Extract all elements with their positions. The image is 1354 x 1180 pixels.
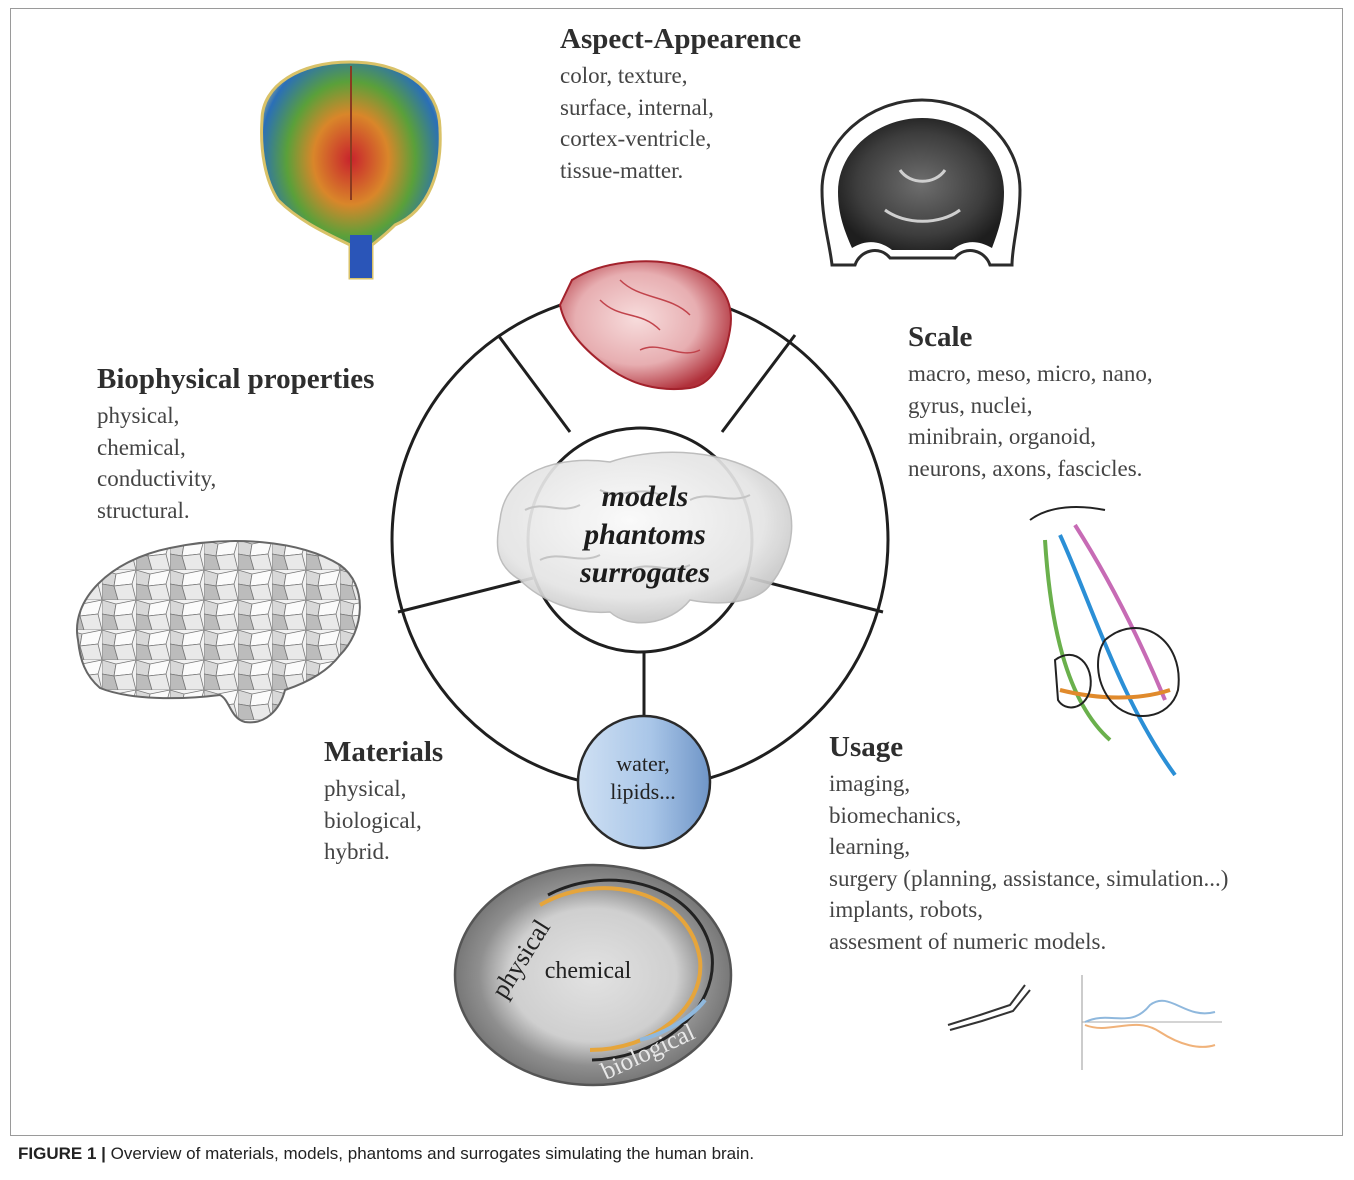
usage-line: learning, — [829, 831, 1228, 863]
biophysical-line: structural. — [97, 495, 374, 527]
tractography-brain-image — [262, 62, 441, 278]
usage-block: Usage imaging, biomechanics, learning, s… — [829, 730, 1228, 957]
biophysical-line: conductivity, — [97, 463, 374, 495]
aspect-line: color, texture, — [560, 60, 801, 92]
materials-node-labels: water, lipids... — [578, 750, 708, 806]
usage-line: implants, robots, — [829, 894, 1228, 926]
scale-line: minibrain, organoid, — [908, 421, 1153, 453]
biophysical-block: Biophysical properties physical, chemica… — [97, 362, 374, 526]
line-plot-image — [1082, 975, 1222, 1070]
biophysical-line: physical, — [97, 400, 374, 432]
ellipse-inner-label: chemical — [530, 958, 646, 985]
node-label-water: water, — [578, 750, 708, 778]
caption-text: Overview of materials, models, phantoms … — [106, 1144, 754, 1163]
scale-title: Scale — [908, 320, 1153, 354]
center-label-models: models — [540, 478, 750, 516]
materials-line: hybrid. — [324, 836, 443, 868]
aspect-line: surface, internal, — [560, 92, 801, 124]
aspect-line: cortex-ventricle, — [560, 123, 801, 155]
scale-line: gyrus, nuclei, — [908, 390, 1153, 422]
aspect-title: Aspect-Appearence — [560, 22, 801, 56]
caption-label: FIGURE 1 | — [18, 1144, 106, 1163]
usage-line: imaging, — [829, 768, 1228, 800]
scale-line: neurons, axons, fascicles. — [908, 453, 1153, 485]
mri-slice-image — [822, 100, 1020, 265]
usage-line: assesment of numeric models. — [829, 926, 1228, 958]
aspect-block: Aspect-Appearence color, texture, surfac… — [560, 22, 801, 186]
robot-arm-image — [948, 985, 1030, 1030]
center-label-surrogates: surrogates — [540, 554, 750, 592]
materials-block: Materials physical, biological, hybrid. — [324, 735, 443, 868]
materials-line: biological, — [324, 805, 443, 837]
scale-line: macro, meso, micro, nano, — [908, 358, 1153, 390]
materials-title: Materials — [324, 735, 443, 769]
center-labels: models phantoms surrogates — [540, 478, 750, 592]
usage-line: biomechanics, — [829, 800, 1228, 832]
materials-line: physical, — [324, 773, 443, 805]
voronoi-brain-image — [77, 541, 360, 722]
center-label-phantoms: phantoms — [540, 516, 750, 554]
tissue-sample-image — [560, 261, 731, 389]
biophysical-title: Biophysical properties — [97, 362, 374, 396]
usage-title: Usage — [829, 730, 1228, 764]
biophysical-line: chemical, — [97, 432, 374, 464]
scale-block: Scale macro, meso, micro, nano, gyrus, n… — [908, 320, 1153, 484]
node-label-lipids: lipids... — [578, 778, 708, 806]
figure-caption: FIGURE 1 | Overview of materials, models… — [18, 1144, 754, 1164]
aspect-line: tissue-matter. — [560, 155, 801, 187]
usage-line: surgery (planning, assistance, simulatio… — [829, 863, 1228, 895]
